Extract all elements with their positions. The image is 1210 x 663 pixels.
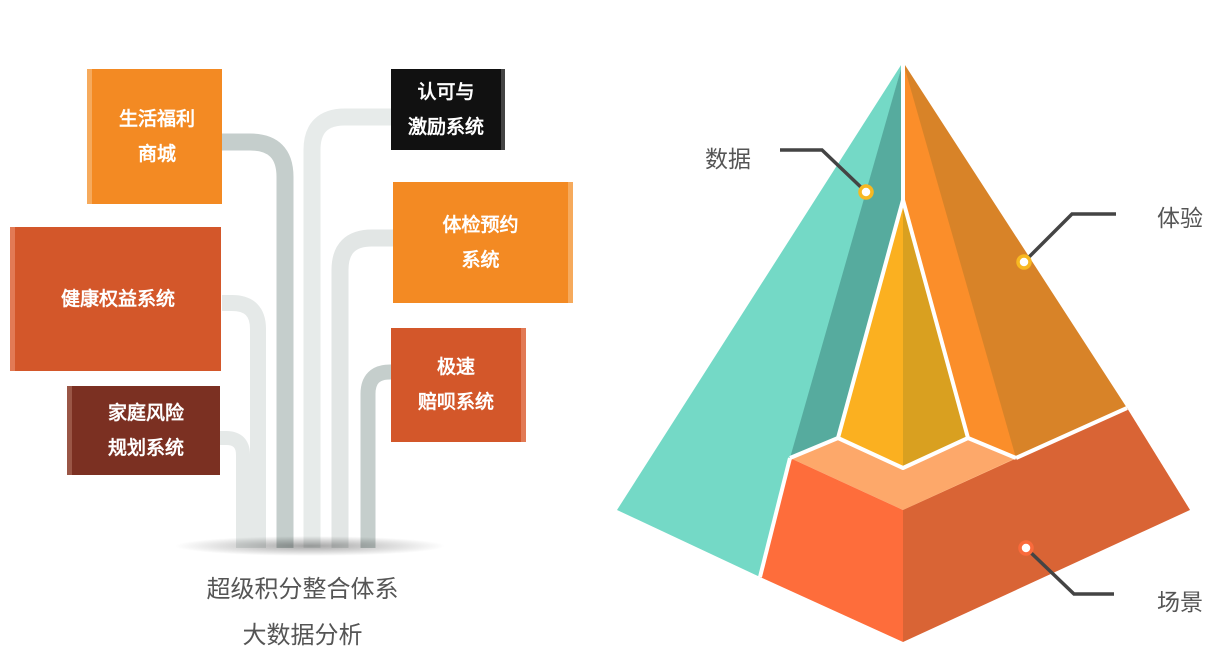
tube-welfare [222, 133, 294, 548]
base-shadow [175, 536, 445, 556]
pyramid-data-shade [790, 62, 903, 458]
leader-line-scene [1024, 546, 1114, 596]
tube-family [220, 431, 250, 548]
pyramid-experience-light [903, 62, 1016, 458]
box-recognition: 认可与激励系统 [391, 69, 505, 150]
tube-recognition [303, 108, 392, 548]
tube-health [222, 295, 266, 548]
marker-experience [1016, 254, 1032, 270]
box-health-rights: 健康权益系统 [10, 227, 221, 371]
marker-scene [1018, 540, 1034, 556]
box-family-risk: 家庭风险规划系统 [67, 386, 220, 475]
tube-claims [360, 364, 392, 548]
leader-line-experience [1022, 212, 1116, 264]
label-data: 数据 [705, 147, 751, 173]
label-experience: 体验 [1157, 206, 1203, 232]
pyramid-scene-right [903, 408, 1190, 642]
box-checkup: 体检预约系统 [393, 182, 573, 303]
base-title-line2: 大数据分析 [242, 621, 363, 649]
box-welfare-mall: 生活福利商城 [87, 69, 222, 204]
pyramid-scene-top [790, 438, 1016, 510]
tube-checkup [331, 229, 393, 548]
base-title-line1: 超级积分整合体系 [206, 575, 399, 603]
marker-data [858, 184, 874, 200]
label-scene: 场景 [1157, 590, 1203, 616]
box-speed-claims: 极速赔呗系统 [391, 328, 526, 442]
leader-line-data [780, 148, 868, 194]
pyramid-scene-left [760, 458, 903, 642]
pyramid-data-face [617, 62, 903, 577]
